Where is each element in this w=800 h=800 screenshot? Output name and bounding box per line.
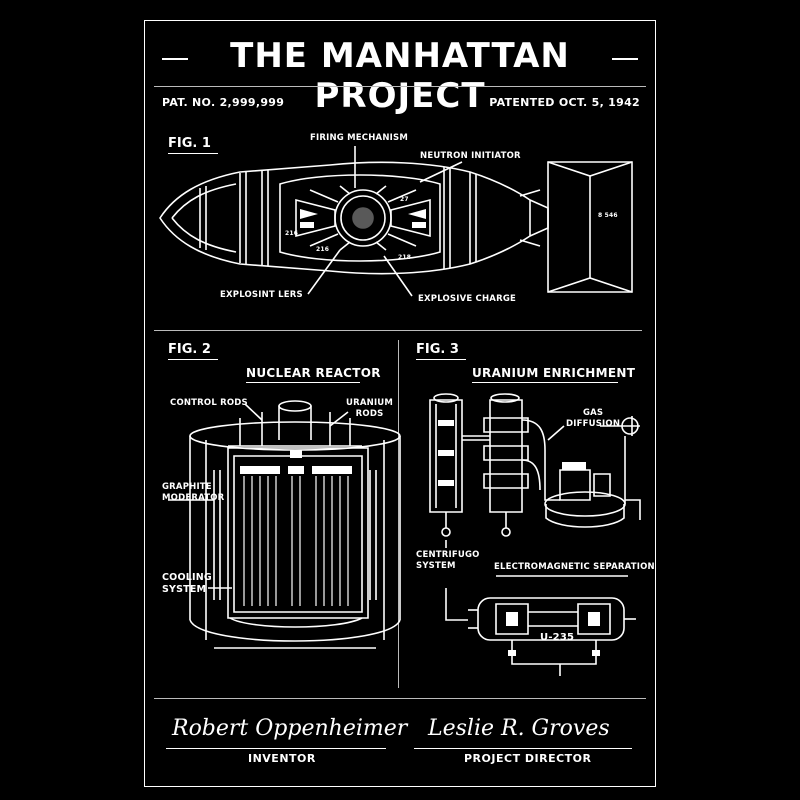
fig1-num-216b: 216 <box>316 246 330 253</box>
fig1-num-27: 27 <box>400 196 409 203</box>
title-rule-right <box>612 58 638 60</box>
poster-title: THE MANHATTAN PROJECT <box>230 36 570 116</box>
fig1-num-216a: 216 <box>285 230 299 237</box>
signature-divider <box>154 698 646 699</box>
fig3-u235-label: U-235 <box>540 632 575 643</box>
fig1-underline <box>168 153 218 154</box>
patent-number: PAT. NO. 2,999,999 <box>162 96 285 109</box>
fig1-neutron-initiator-label: NEUTRON INITIATOR <box>420 151 521 161</box>
inventor-role: INVENTOR <box>248 752 316 765</box>
patent-date: PATENTED OCT. 5, 1942 <box>489 96 640 109</box>
fig2-fig3-divider <box>398 340 399 688</box>
title-rule-left <box>162 58 188 60</box>
fig2-uranium-rods-label: URANIUM RODS <box>346 398 394 419</box>
fig3-electromagnetic-separation-label: ELECTROMAGNETIC SEPARATION <box>494 562 655 572</box>
fig1-explosive-charge-label: EXPLOSIVE CHARGE <box>418 294 517 304</box>
fig2-cooling-system-label: COOLING SYSTEM <box>162 572 212 595</box>
fig2-graphite-moderator-label: GRAPHITE MODERATOR <box>162 482 225 503</box>
title-divider <box>154 86 646 87</box>
fig1-num-218: 218 <box>398 254 412 261</box>
fig3-label: FIG. 3 <box>416 342 459 357</box>
fig2-underline <box>168 359 218 360</box>
fig2-label: FIG. 2 <box>168 342 211 357</box>
fig3-underline <box>416 359 466 360</box>
inventor-signature-line <box>166 748 386 749</box>
fig2-heading-underline <box>246 382 360 383</box>
poster-frame <box>144 20 656 787</box>
fig1-divider <box>154 330 642 331</box>
fig1-explosive-lens-label: EXPLOSINT LERS <box>220 290 303 300</box>
fig1-label: FIG. 1 <box>168 136 211 151</box>
fig1-firing-mechanism-label: FIRING MECHANISM <box>310 133 408 143</box>
fig3-centrifugo-system-label: CENTRIFUGO SYSTEM <box>416 550 480 571</box>
director-signature: Leslie R. Groves <box>428 716 610 741</box>
fig3-gas-diffusion-label: GAS DIFFUSION <box>566 408 621 429</box>
fig1-num-tail: 8 546 <box>598 212 618 219</box>
director-signature-line <box>414 748 632 749</box>
director-role: PROJECT DIRECTOR <box>464 752 592 765</box>
fig3-heading: URANIUM ENRICHMENT <box>472 366 636 380</box>
inventor-signature: Robert Oppenheimer <box>172 716 408 741</box>
fig2-control-rods-label: CONTROL RODS <box>170 398 248 408</box>
title-block: THE MANHATTAN PROJECT <box>144 28 656 116</box>
fig2-heading: NUCLEAR REACTOR <box>246 366 381 380</box>
fig3-heading-underline <box>472 382 618 383</box>
